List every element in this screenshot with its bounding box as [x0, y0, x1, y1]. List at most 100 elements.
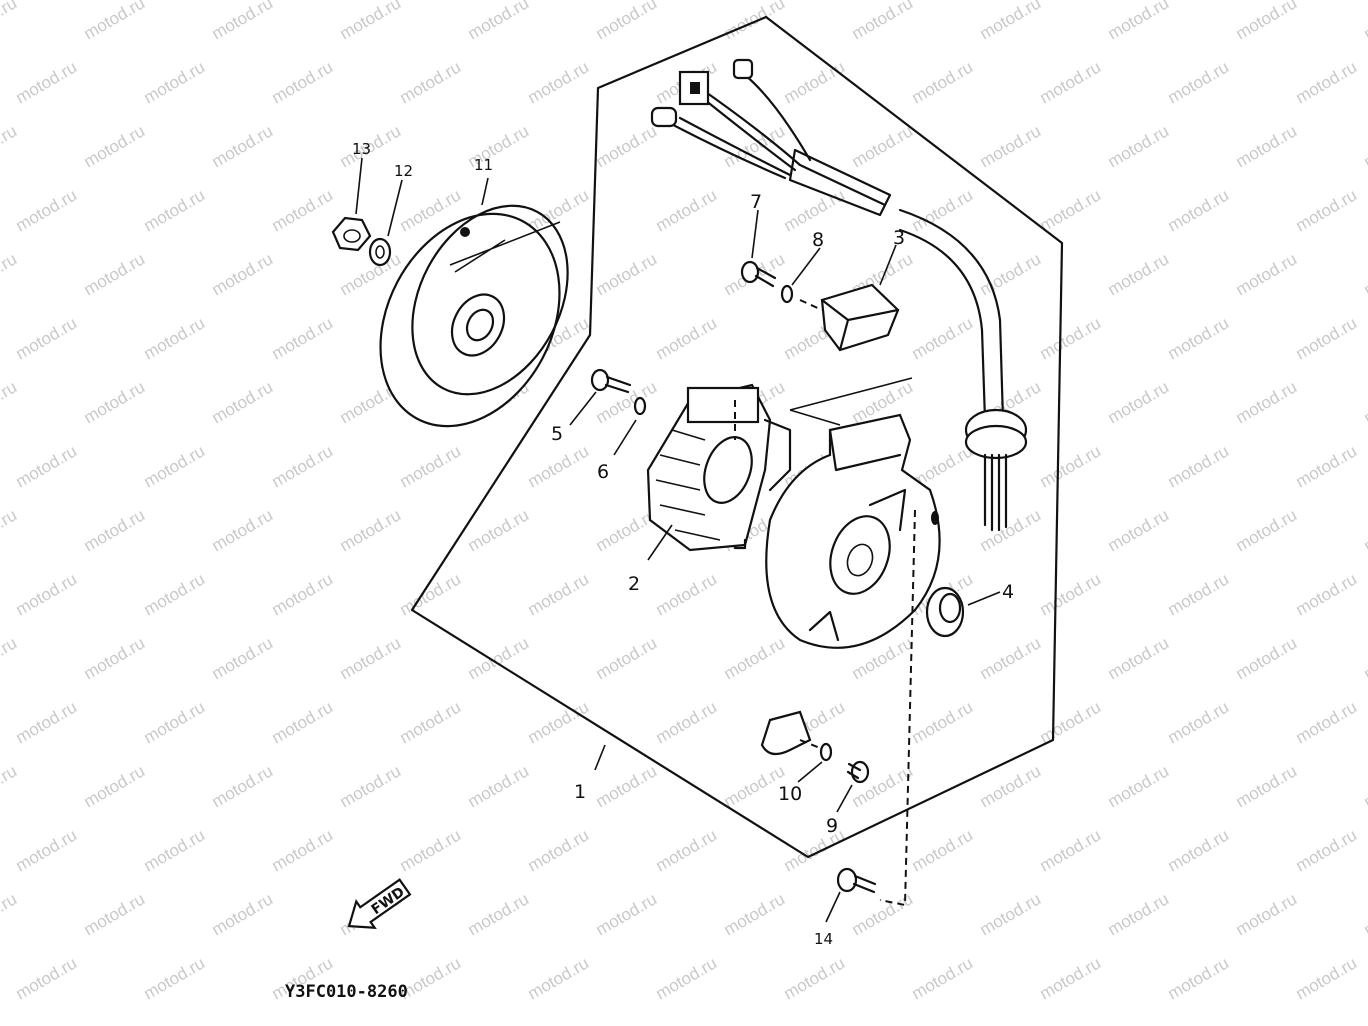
watermark-text: motod.ru: [525, 57, 593, 107]
callout-9: 9: [826, 815, 838, 837]
watermark-text: motod.ru: [141, 441, 209, 491]
watermark-text: motod.ru: [269, 441, 337, 491]
watermark-text: motod.ru: [337, 505, 405, 555]
callout-13: 13: [352, 140, 371, 158]
watermark-text: motod.ru: [209, 633, 277, 683]
watermark-text: motod.ru: [1233, 761, 1301, 811]
watermark-text: motod.ru: [593, 121, 661, 171]
watermark-text: motod.ru: [0, 633, 20, 683]
watermark-text: motod.ru: [721, 889, 789, 939]
watermark-text: motod.ru: [1105, 761, 1173, 811]
watermark-text: motod.ru: [525, 697, 593, 747]
watermark-text: motod.ru: [1165, 441, 1233, 491]
base-plate-screw: [836, 867, 877, 894]
watermark-text: motod.ru: [141, 825, 209, 875]
watermark-text: motod.ru: [1037, 953, 1105, 1003]
watermark-text: motod.ru: [721, 633, 789, 683]
watermark-text: motod.ru: [13, 313, 81, 363]
watermark-text: motod.ru: [909, 185, 977, 235]
watermark-text: motod.ru: [81, 889, 149, 939]
watermark-text: motod.ru: [397, 697, 465, 747]
pickup-screw: [740, 260, 777, 288]
watermark-text: motod.ru: [337, 633, 405, 683]
watermark-text: motod.ru: [209, 761, 277, 811]
oil-seal: [925, 586, 965, 638]
watermark-text: motod.ru: [465, 0, 533, 43]
watermark-text: motod.ru: [465, 633, 533, 683]
watermark-text: motod.ru: [593, 633, 661, 683]
watermark-text: motod.ru: [1037, 313, 1105, 363]
watermark-text: motod.ru: [1165, 57, 1233, 107]
watermark-text: motod.ru: [653, 953, 721, 1003]
watermark-text: motod.ru: [781, 57, 849, 107]
assembly-outline: [410, 15, 1064, 859]
pickup-washer: [780, 284, 794, 304]
watermark-text: motod.ru: [269, 825, 337, 875]
watermark-text: motod.ru: [977, 121, 1045, 171]
watermark-text: motod.ru: [13, 569, 81, 619]
watermark-text: motod.ru: [1105, 249, 1173, 299]
watermark-text: motod.ru: [1293, 569, 1361, 619]
watermark-text: motod.ru: [909, 313, 977, 363]
watermark-text: motod.ru: [977, 0, 1045, 43]
watermark-text: motod.ru: [269, 57, 337, 107]
watermark-text: motod.ru: [1165, 185, 1233, 235]
watermark-text: motod.ru: [1293, 441, 1361, 491]
watermark-text: motod.ru: [1037, 825, 1105, 875]
callout-4: 4: [1002, 581, 1014, 603]
watermark-text: motod.ru: [81, 377, 149, 427]
watermark-text: motod.ru: [141, 953, 209, 1003]
watermark-text: motod.ru: [0, 761, 20, 811]
watermark-text: motod.ru: [81, 505, 149, 555]
stator-screw: [590, 368, 632, 394]
watermark-text: motod.ru: [593, 0, 661, 43]
alignment-line: [879, 509, 916, 907]
watermark-text: motod.ru: [909, 825, 977, 875]
watermark-text: motod.ru: [1105, 633, 1173, 683]
watermark-text: motod.ru: [209, 121, 277, 171]
watermark-text: motod.ru: [1233, 249, 1301, 299]
watermark-text: motod.ru: [1233, 121, 1301, 171]
watermark-text: motod.ru: [0, 889, 20, 939]
watermark-text: motod.ru: [1361, 505, 1368, 555]
watermark-text: motod.ru: [653, 185, 721, 235]
watermark-text: motod.ru: [1361, 377, 1368, 427]
watermark-text: motod.ru: [209, 0, 277, 43]
watermark-text: motod.ru: [1233, 505, 1301, 555]
watermark-text: motod.ru: [397, 441, 465, 491]
watermark-text: motod.ru: [0, 377, 20, 427]
watermark-text: motod.ru: [593, 249, 661, 299]
watermark-text: motod.ru: [849, 0, 917, 43]
watermark-text: motod.ru: [977, 889, 1045, 939]
callout-10: 10: [778, 783, 802, 805]
wire-harness: [650, 58, 1028, 532]
watermark-text: motod.ru: [1105, 121, 1173, 171]
callout-8: 8: [812, 229, 824, 251]
watermark-text: motod.ru: [1293, 953, 1361, 1003]
watermark-text: motod.ru: [13, 697, 81, 747]
watermark-text: motod.ru: [525, 825, 593, 875]
watermark-text: motod.ru: [141, 697, 209, 747]
clamp-screw: [846, 760, 870, 784]
assembly-inner-step: [789, 377, 913, 426]
watermark-text: motod.ru: [653, 697, 721, 747]
watermark-text: motod.ru: [1293, 313, 1361, 363]
watermark-text: motod.ru: [0, 505, 20, 555]
callout-11: 11: [474, 156, 493, 174]
watermark-text: motod.ru: [1361, 0, 1368, 43]
watermark-text: motod.ru: [465, 761, 533, 811]
watermark-text: motod.ru: [1233, 889, 1301, 939]
watermark-text: motod.ru: [81, 121, 149, 171]
watermark-text: motod.ru: [909, 953, 977, 1003]
pickup-coil: [799, 283, 900, 352]
watermark-text: motod.ru: [1361, 249, 1368, 299]
watermark-text: motod.ru: [977, 633, 1045, 683]
watermark-text: motod.ru: [1293, 825, 1361, 875]
watermark-text: motod.ru: [593, 889, 661, 939]
watermark-text: motod.ru: [525, 953, 593, 1003]
watermark-text: motod.ru: [909, 697, 977, 747]
watermark-text: motod.ru: [977, 761, 1045, 811]
watermark-text: motod.ru: [1105, 377, 1173, 427]
watermark-text: motod.ru: [337, 761, 405, 811]
